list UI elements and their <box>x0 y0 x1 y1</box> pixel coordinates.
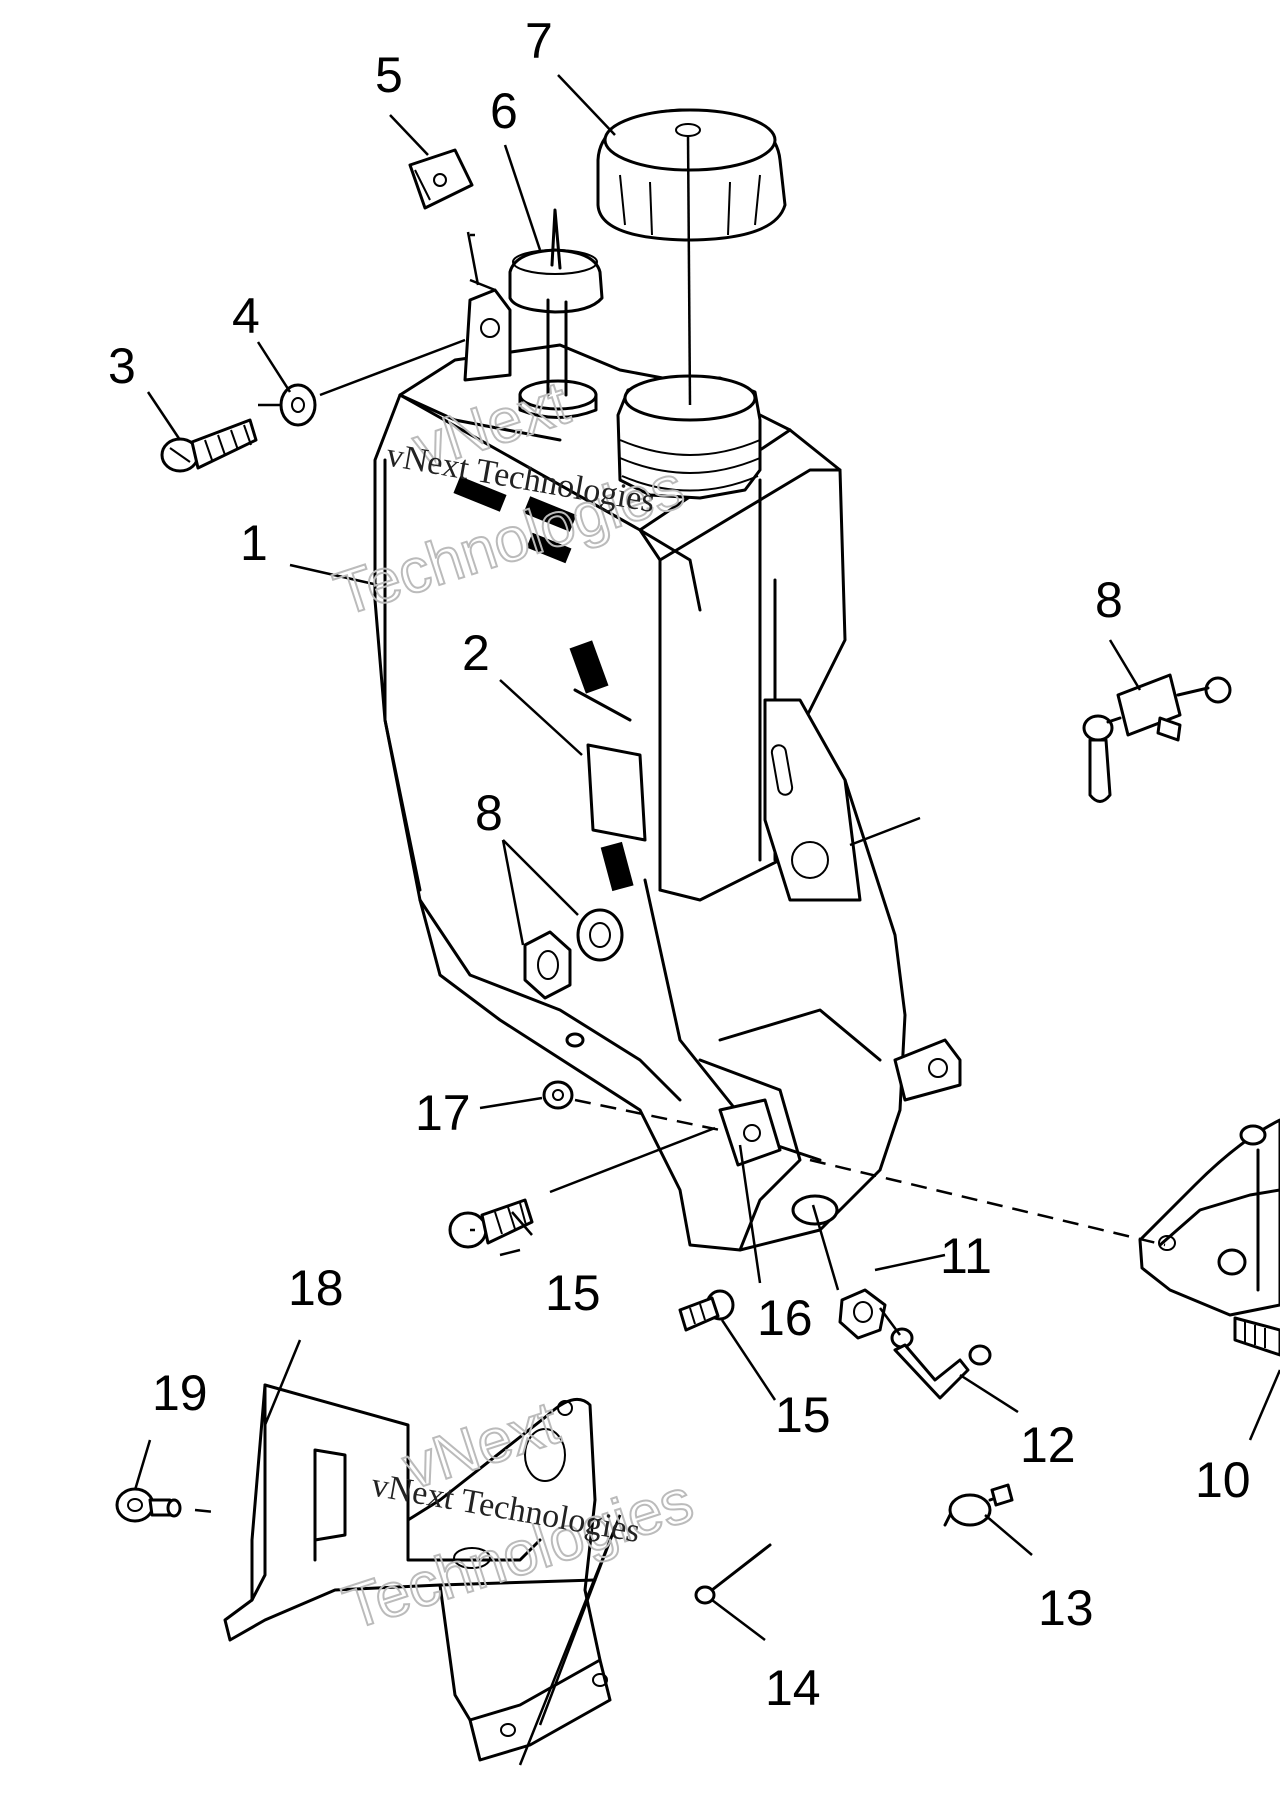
callout-2: 2 <box>462 625 490 681</box>
filler-neck <box>616 374 762 500</box>
callout-8-valve: 8 <box>1095 572 1123 628</box>
washer <box>279 383 317 427</box>
bracket-16 <box>718 1098 782 1167</box>
assembly-line-engine <box>809 1158 1166 1247</box>
callout-16: 16 <box>757 1290 813 1346</box>
mounting-bracket <box>223 1383 612 1762</box>
callout-10: 10 <box>1195 1452 1251 1508</box>
oil-tank <box>373 288 962 1252</box>
shutoff-valve <box>1082 673 1232 803</box>
clip-19 <box>115 1487 182 1523</box>
callout-11: 11 <box>940 1228 992 1284</box>
retainer-clip <box>408 148 474 210</box>
callout-14: 14 <box>765 1660 821 1716</box>
dipstick <box>508 208 604 397</box>
screw-15b <box>678 1289 735 1332</box>
rivet-14 <box>694 1543 772 1605</box>
callouts: 1 2 3 4 5 6 7 8 8 10 11 12 13 14 15 15 1… <box>108 13 1251 1716</box>
callout-19: 19 <box>152 1365 208 1421</box>
assembly-line-clip <box>194 1508 216 1514</box>
screw-15a <box>448 1198 534 1249</box>
callout-5: 5 <box>375 47 403 103</box>
screw-top <box>160 418 258 473</box>
callout-8-drain: 8 <box>475 785 503 841</box>
callout-6: 6 <box>490 83 518 139</box>
callout-4: 4 <box>232 288 260 344</box>
callout-7: 7 <box>525 13 553 69</box>
callout-15-bottom: 15 <box>775 1387 831 1443</box>
elbow-12 <box>890 1327 992 1400</box>
engine-mount <box>1138 1118 1280 1357</box>
callout-18: 18 <box>288 1260 344 1316</box>
callout-17: 17 <box>415 1085 471 1141</box>
vent-neck <box>518 379 598 419</box>
drain-washer <box>576 908 624 962</box>
callout-1: 1 <box>240 515 268 571</box>
callout-15-top: 15 <box>545 1265 601 1321</box>
decal-label <box>586 743 647 842</box>
callout-3: 3 <box>108 338 136 394</box>
clamp-13 <box>943 1483 1014 1527</box>
filler-cap <box>596 108 787 406</box>
callout-13: 13 <box>1038 1580 1094 1636</box>
leader-lines <box>133 74 1280 1766</box>
drain-nut <box>523 930 572 1000</box>
fitting-11 <box>838 1288 887 1340</box>
callout-12: 12 <box>1020 1417 1076 1473</box>
nut-17 <box>542 1080 574 1110</box>
